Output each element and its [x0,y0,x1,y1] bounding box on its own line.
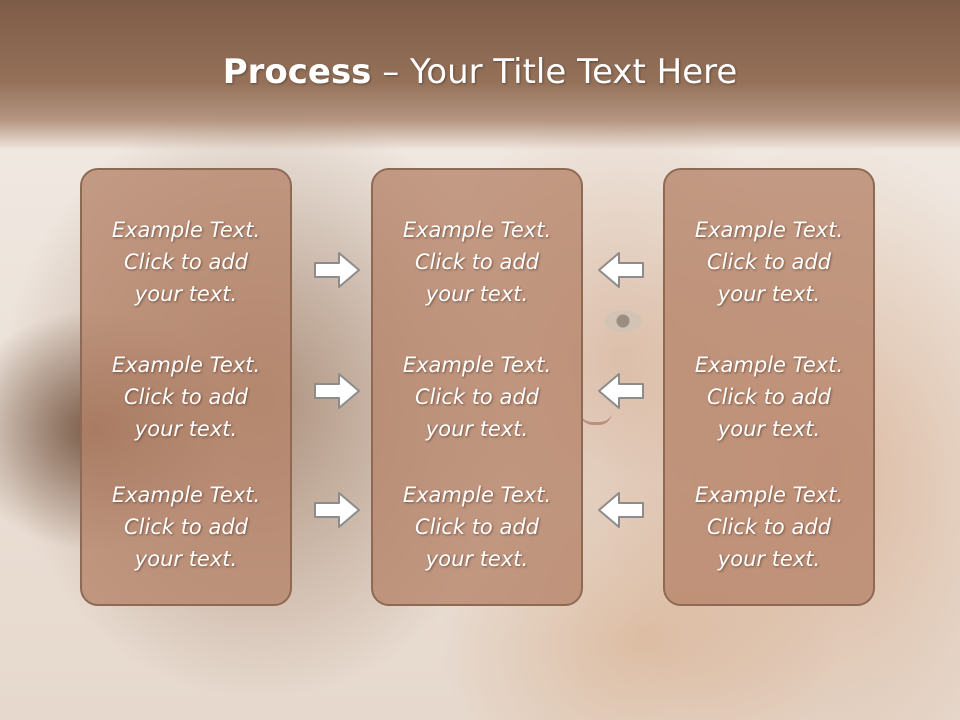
left-item-2[interactable]: Example Text. Click to add your text. [82,349,290,445]
right-item-2[interactable]: Example Text. Click to add your text. [665,349,873,445]
left-arrow-icon [598,252,644,288]
title-bold: Process [222,52,372,92]
item-line: Example Text. [111,483,261,507]
right-item-1[interactable]: Example Text. Click to add your text. [665,214,873,310]
right-item-3[interactable]: Example Text. Click to add your text. [665,479,873,575]
right-arrow-icon [314,492,360,528]
item-line: Click to add [123,515,248,539]
item-line: your text. [717,547,821,571]
right-arrow-icon [314,373,360,409]
title-band [0,0,960,150]
title-rest: – Your Title Text Here [371,52,738,92]
right-panel[interactable]: Example Text. Click to add your text. Ex… [663,168,875,606]
item-line: Example Text. [694,218,844,242]
item-line: Click to add [414,515,539,539]
middle-item-1[interactable]: Example Text. Click to add your text. [373,214,581,310]
slide-title[interactable]: Process – Your Title Text Here [0,52,960,92]
left-item-1[interactable]: Example Text. Click to add your text. [82,214,290,310]
item-line: your text. [134,282,238,306]
item-line: your text. [425,282,529,306]
photo-eye [604,310,642,332]
item-line: Example Text. [402,218,552,242]
item-line: Example Text. [111,353,261,377]
item-line: Click to add [706,385,831,409]
left-arrow-icon [598,492,644,528]
photo-mouth [580,412,612,425]
left-item-3[interactable]: Example Text. Click to add your text. [82,479,290,575]
item-line: your text. [717,417,821,441]
item-line: Example Text. [694,353,844,377]
item-line: Example Text. [402,483,552,507]
right-arrow-icon [314,252,360,288]
middle-panel[interactable]: Example Text. Click to add your text. Ex… [371,168,583,606]
item-line: your text. [717,282,821,306]
item-line: Click to add [414,250,539,274]
middle-item-2[interactable]: Example Text. Click to add your text. [373,349,581,445]
item-line: Click to add [123,250,248,274]
item-line: Example Text. [111,218,261,242]
left-panel[interactable]: Example Text. Click to add your text. Ex… [80,168,292,606]
item-line: Click to add [123,385,248,409]
item-line: your text. [134,547,238,571]
item-line: Click to add [706,515,831,539]
item-line: your text. [425,417,529,441]
item-line: Example Text. [694,483,844,507]
item-line: your text. [425,547,529,571]
item-line: Click to add [706,250,831,274]
item-line: Example Text. [402,353,552,377]
item-line: Click to add [414,385,539,409]
left-arrow-icon [598,373,644,409]
middle-item-3[interactable]: Example Text. Click to add your text. [373,479,581,575]
item-line: your text. [134,417,238,441]
